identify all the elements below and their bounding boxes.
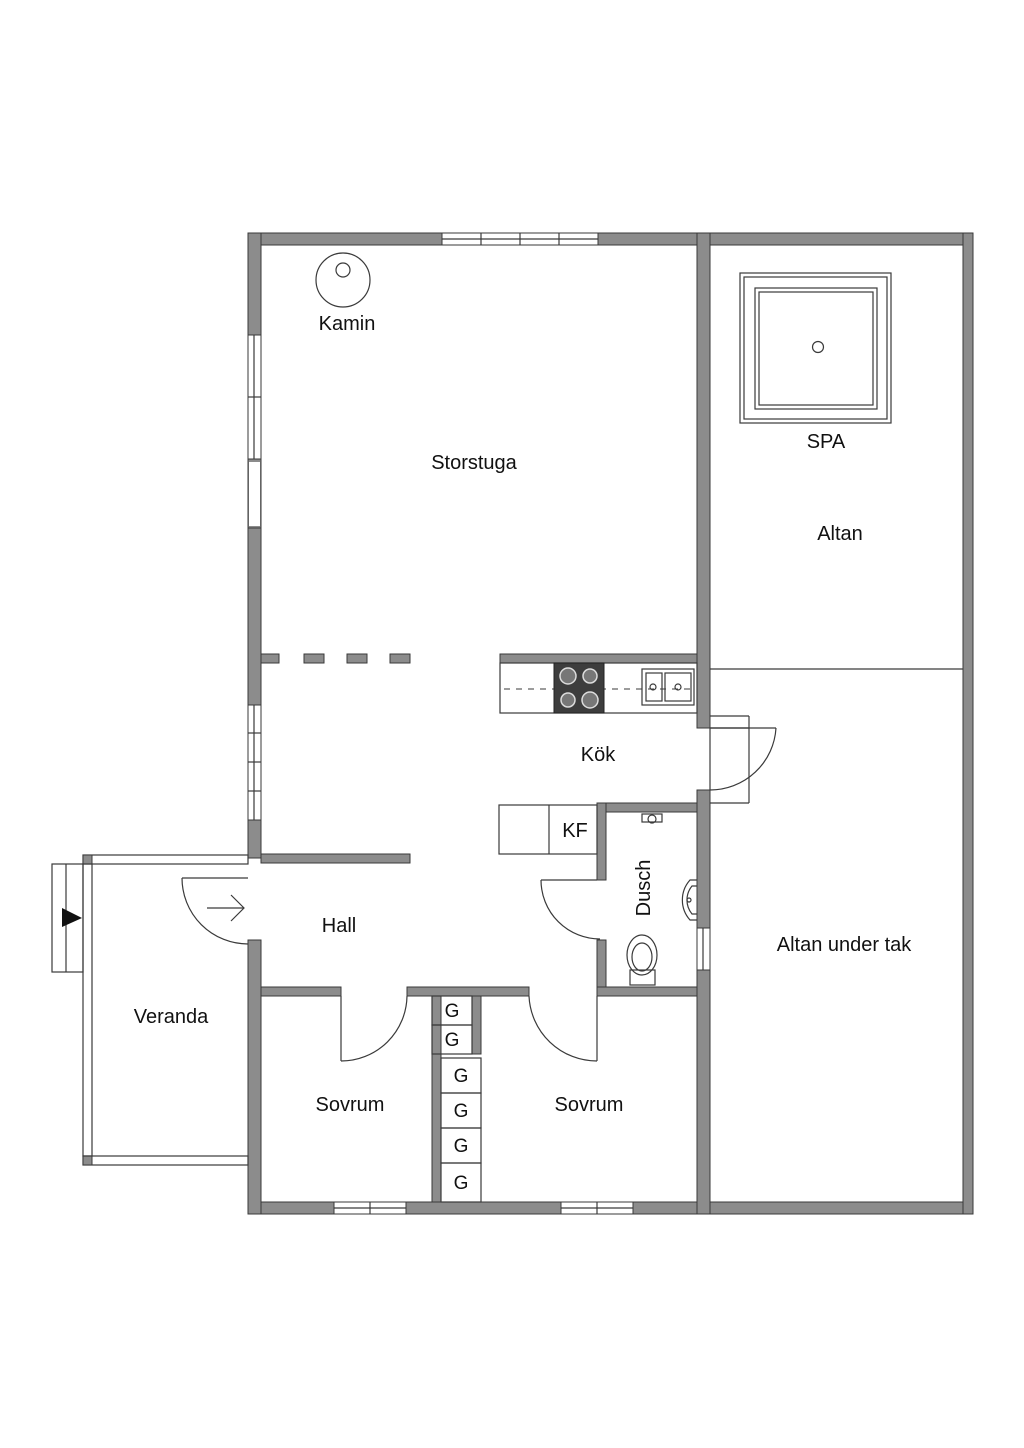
- label-altan: Altan: [817, 523, 863, 545]
- entrance-door[interactable]: [181, 877, 249, 945]
- right-wall: [962, 232, 974, 1215]
- bedroom-left-door[interactable]: [340, 995, 408, 1062]
- label-sovrum-left: Sovrum: [316, 1094, 385, 1116]
- washbasin-icon: [681, 879, 697, 921]
- center-wall-upper: [696, 232, 711, 729]
- closet-label: G: [445, 1001, 460, 1022]
- toilet-icon: [626, 934, 658, 986]
- closet: [431, 1024, 473, 1055]
- closet-label: G: [454, 1066, 469, 1087]
- bathroom-door[interactable]: [540, 879, 601, 940]
- veranda-entry-step: [51, 863, 84, 973]
- label-sovrum-right: Sovrum: [555, 1094, 624, 1116]
- left-wall-lower: [247, 939, 262, 1215]
- entry-arrow-icon: [62, 908, 82, 927]
- bedroom-right-door[interactable]: [528, 995, 598, 1062]
- kitchen-wall: [499, 653, 698, 664]
- closet-label: G: [445, 1030, 460, 1051]
- bedroom-left-top-wall: [260, 986, 342, 997]
- bath-top-wall: [596, 802, 698, 813]
- veranda-walls: [51, 854, 249, 1166]
- label-altan-under-tak: Altan under tak: [777, 934, 913, 956]
- bath-left-wall-upper: [596, 802, 607, 881]
- spa-tub-icon: [739, 272, 892, 424]
- fireplace-icon: [315, 252, 371, 308]
- shower-head-icon: [641, 813, 663, 824]
- top-wall: [247, 232, 974, 246]
- closet-label: G: [454, 1136, 469, 1157]
- label-dusch: Dusch: [633, 860, 655, 917]
- label-kamin: Kamin: [319, 313, 376, 335]
- closet-label: G: [454, 1101, 469, 1122]
- fridge-freezer-unit: [498, 804, 598, 855]
- hall-wall: [260, 853, 411, 864]
- closet-top-wall: [406, 986, 530, 997]
- closet-label: G: [454, 1173, 469, 1194]
- closets: G G G G G G: [431, 995, 482, 1203]
- kitchen-sink-icon: [641, 668, 695, 706]
- left-wall-opening: [249, 462, 260, 526]
- windows: [247, 232, 711, 1215]
- label-kf: KF: [562, 820, 588, 842]
- closet: [440, 1162, 482, 1203]
- outer-walls: [247, 232, 974, 1215]
- closet-wall-left: [431, 995, 442, 1203]
- center-wall-lower: [696, 789, 711, 1215]
- label-kok: Kök: [581, 744, 616, 766]
- label-spa: SPA: [807, 431, 846, 453]
- closet-wall-right: [471, 995, 482, 1055]
- label-veranda: Veranda: [134, 1006, 209, 1028]
- kitchen-door[interactable]: [709, 715, 777, 804]
- bedroom-right-top-wall: [596, 986, 698, 997]
- label-hall: Hall: [322, 915, 356, 937]
- label-storstuga: Storstuga: [431, 452, 517, 474]
